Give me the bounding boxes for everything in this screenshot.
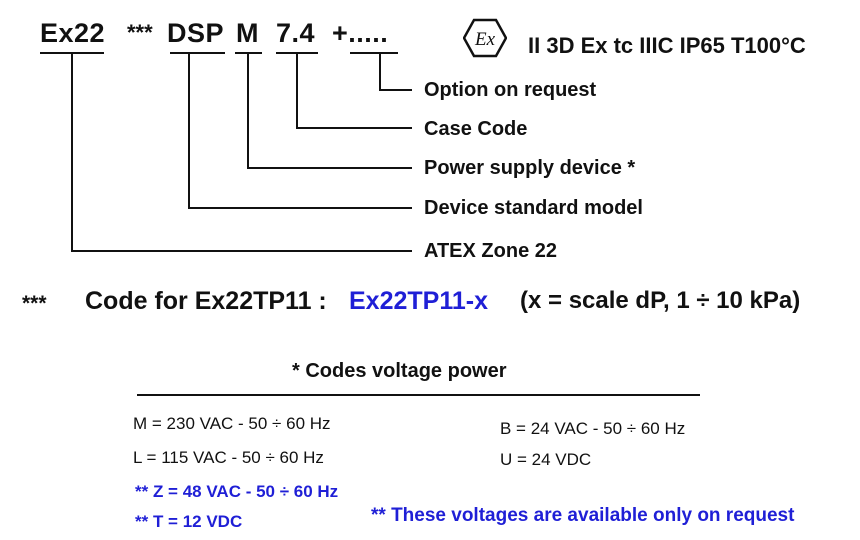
legend-option-on-request: Option on request	[424, 79, 597, 101]
code-note-stars: ***	[22, 292, 47, 315]
leader-model	[188, 53, 412, 209]
on-request-note: ** These voltages are available only on …	[371, 505, 795, 526]
code-case: 7.4	[276, 18, 316, 48]
leader-supply	[247, 53, 412, 169]
code-stars: ***	[127, 20, 153, 45]
legend-device-standard-model: Device standard model	[424, 197, 643, 219]
code-option: +.....	[332, 18, 389, 48]
voltage-code-z: ** Z = 48 VAC - 50 ÷ 60 Hz	[135, 482, 339, 501]
certification-text: II 3D Ex tc IIIC IP65 T100°C	[528, 33, 806, 58]
code-prefix: Ex22	[40, 18, 106, 48]
code-note-label: Code for Ex22TP11 :	[85, 287, 327, 315]
code-model: DSP	[167, 18, 225, 48]
voltage-code-l: L = 115 VAC - 50 ÷ 60 Hz	[133, 448, 324, 467]
voltage-code-u: U = 24 VDC	[500, 450, 592, 469]
leader-option	[379, 53, 412, 91]
voltage-code-b: B = 24 VAC - 50 ÷ 60 Hz	[500, 419, 686, 438]
leader-case	[296, 53, 412, 129]
leader-prefix	[71, 53, 412, 252]
voltage-code-t: ** T = 12 VDC	[135, 512, 243, 531]
voltage-title: * Codes voltage power	[292, 360, 507, 382]
legend-case-code: Case Code	[424, 118, 528, 140]
code-note-detail: (x = scale dP, 1 ÷ 10 kPa)	[520, 287, 801, 314]
code-note-value: Ex22TP11-x	[349, 287, 488, 315]
legend-atex-zone-22: ATEX Zone 22	[424, 240, 557, 262]
code-supply: M	[236, 18, 259, 48]
legend-power-supply-device: Power supply device *	[424, 157, 636, 179]
voltage-code-m: M = 230 VAC - 50 ÷ 60 Hz	[133, 414, 331, 433]
ex-atex-hexagon-icon: Ex	[462, 18, 508, 58]
ex-symbol: Ex	[474, 29, 496, 50]
